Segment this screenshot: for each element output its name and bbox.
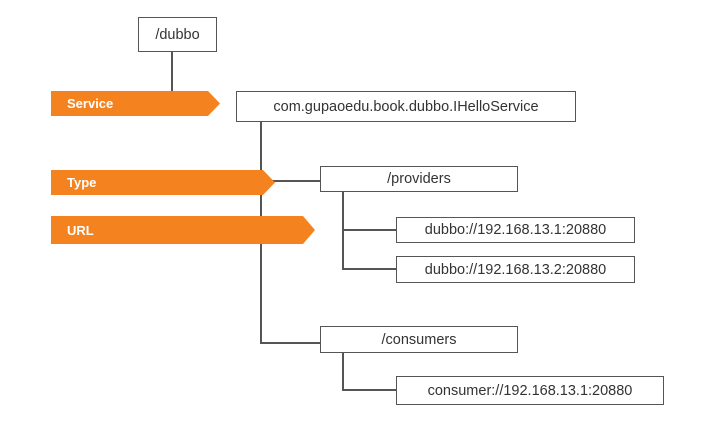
connector-trunk-to-providers (260, 180, 320, 182)
node-root: /dubbo (138, 17, 217, 52)
tag-type: Type (51, 170, 275, 195)
connector-trunk-to-consumers (260, 342, 320, 344)
connector-to-consumer-1 (342, 389, 396, 391)
node-provider-2: dubbo://192.168.13.2:20880 (396, 256, 635, 283)
tag-service: Service (51, 91, 220, 116)
tag-url: URL (51, 216, 315, 244)
connector-to-provider-1 (342, 229, 396, 231)
node-service: com.gupaoedu.book.dubbo.IHelloService (236, 91, 576, 122)
connector-to-provider-2 (342, 268, 396, 270)
node-providers: /providers (320, 166, 518, 192)
node-provider-1: dubbo://192.168.13.1:20880 (396, 217, 635, 243)
connector-root-to-service (171, 52, 173, 96)
connector-consumers-branch (342, 353, 344, 390)
node-consumer-1: consumer://192.168.13.1:20880 (396, 376, 664, 405)
node-consumers: /consumers (320, 326, 518, 353)
